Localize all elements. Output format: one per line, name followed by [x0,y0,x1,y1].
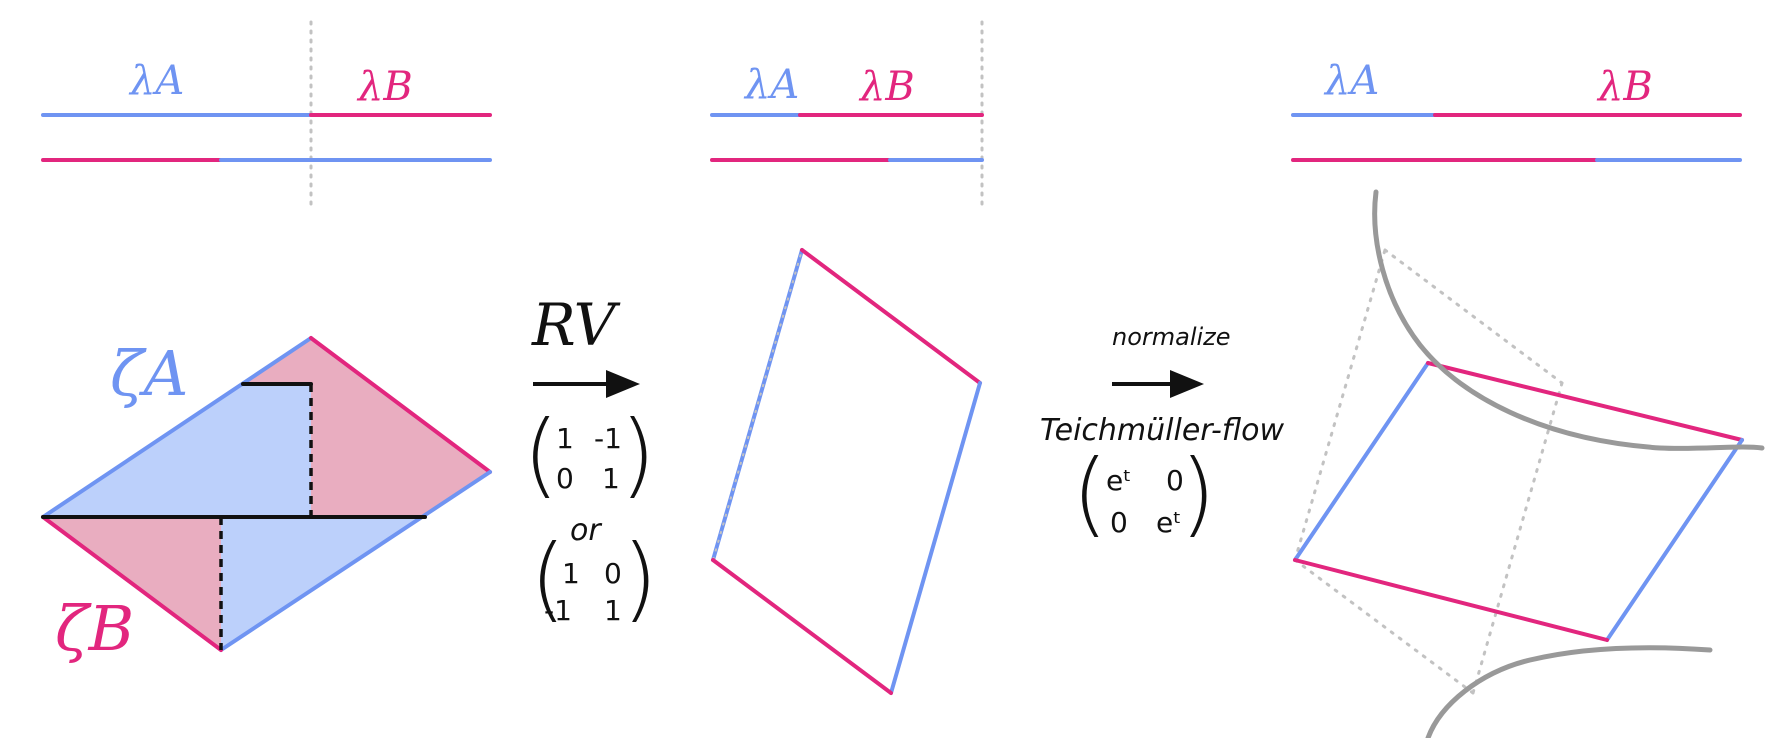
matrix-2-a21: -1 [544,594,572,627]
teich-arrow-head [1170,370,1204,398]
left-interval-diagram: λA λB [41,20,492,208]
matrix-1-a22: 1 [602,462,620,495]
matrix-1-a21: 0 [556,462,574,495]
left-label-zeta-a: ζA [110,337,188,410]
right-edge-top-pink [1426,361,1744,442]
matrix-1-a12: -1 [594,422,622,455]
right-edge-left-blue [1293,361,1430,562]
middle-edge-right-blue [889,381,982,695]
teichmuller-step: normalize Teichmüller-flow ( ) eᵗ 0 0 eᵗ [1040,323,1285,547]
matrix-2-a12: 0 [604,557,622,590]
left-translation-surface: ζA ζB [41,336,492,665]
right-dotted-edge-1 [1293,248,1387,562]
middle-label-lambda-b: λB [858,64,915,110]
matrix-1-a11: 1 [556,422,574,455]
teich-matrix-a11: eᵗ [1106,464,1131,497]
right-lower-curve [1425,645,1713,738]
middle-parallelogram [711,248,982,695]
teich-matrix: ( ) eᵗ 0 0 eᵗ [1072,440,1216,547]
teich-matrix-left-paren: ( [1072,440,1108,547]
surface-pink-region [311,338,490,517]
rauzy-veech-step: RV ( ) 1 -1 0 1 or ( ) 1 0 -1 1 [523,291,658,632]
left-label-lambda-a: λA [128,58,184,104]
surface-edge-upper-left-blue [41,336,313,519]
middle-label-lambda-a: λA [743,62,799,108]
matrix-1-left-paren: ( [523,401,559,508]
right-upper-curve [1372,189,1765,451]
right-interval-diagram: λA λB [1291,58,1742,162]
or-text: or [570,513,602,548]
right-normalized-surface [1293,189,1765,738]
teich-matrix-a12: 0 [1166,464,1184,497]
matrix-2-right-paren: ) [622,525,658,632]
right-dotted-edge-2 [1383,248,1564,385]
rv-matrix-1: ( ) 1 -1 0 1 [523,401,656,508]
rv-matrix-2: ( ) 1 0 -1 1 [530,525,658,632]
left-label-zeta-b: ζB [55,592,134,665]
rv-arrow-head [606,370,640,398]
right-label-lambda-a: λA [1323,58,1379,104]
surface-edge-upper-right-pink [309,336,492,474]
right-label-lambda-b: λB [1596,64,1653,110]
right-dotted-edge-4 [1293,558,1475,695]
teich-matrix-a21: 0 [1110,506,1128,539]
matrix-1-right-paren: ) [620,401,656,508]
matrix-2-a22: 1 [604,594,622,627]
matrix-2-a11: 1 [562,557,580,590]
surface-edge-lower-right-blue [219,470,492,652]
middle-edge-top-pink [800,248,982,385]
middle-edge-bottom-pink [711,558,893,695]
matrix-2-left-paren: ( [530,525,566,632]
middle-interval-diagram: λA λB [710,20,984,208]
teich-matrix-right-paren: ) [1180,440,1216,547]
teich-matrix-a22: eᵗ [1156,506,1181,539]
rv-label: RV [531,291,621,359]
right-edge-bottom-pink [1293,558,1609,642]
surface-edge-lower-left-pink [41,515,223,652]
normalize-text: normalize [1112,323,1231,351]
left-label-lambda-b: λB [356,64,413,110]
middle-edge-left-blue [711,248,804,562]
teichmuller-flow-text: Teichmüller-flow [1040,413,1285,448]
right-edge-right-blue [1605,438,1744,642]
right-dotted-edge-3 [1471,381,1564,695]
